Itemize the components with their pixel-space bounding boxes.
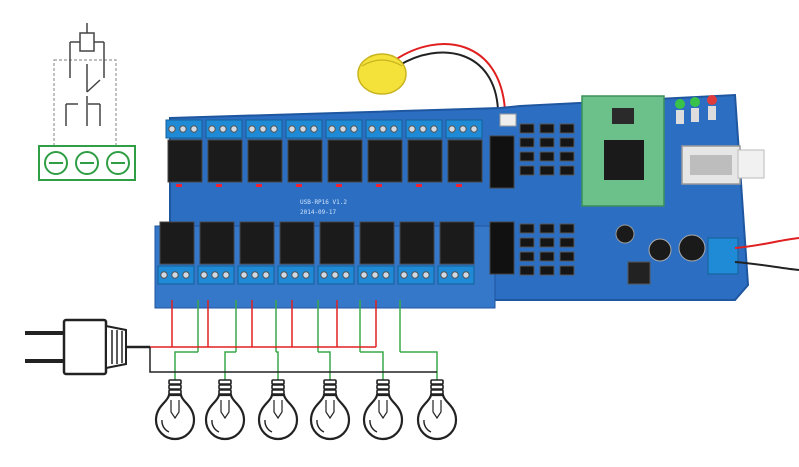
wire-green-1: [174, 351, 198, 380]
coin-battery: [357, 43, 506, 111]
board-date-label: 2014-09-17: [300, 209, 337, 216]
terminal-screw-2: [75, 151, 99, 175]
optocoupler-chip: [539, 151, 555, 162]
optocoupler-chip: [559, 265, 575, 276]
relay-top-2: [205, 119, 243, 187]
load-wiring: [149, 300, 438, 380]
light-bulb-icon: [204, 379, 246, 441]
light-bulb-icon: [309, 379, 351, 441]
optocoupler-chip: [539, 237, 555, 248]
wire-green-5: [360, 351, 384, 380]
optocoupler-chip: [539, 165, 555, 176]
optocoupler-chip: [519, 265, 535, 276]
mcu-module: [581, 95, 665, 207]
power-plug-icon: [25, 318, 150, 376]
light-bulb-icon: [257, 379, 299, 441]
optocoupler-chip: [559, 165, 575, 176]
rj45-connector: [681, 145, 765, 185]
capacitors: [615, 224, 706, 285]
optocoupler-chip: [519, 165, 535, 176]
relay-top-3: [245, 119, 283, 187]
optocoupler-chip: [539, 223, 555, 234]
optocoupler-chip: [539, 123, 555, 134]
status-leds: [675, 95, 717, 124]
optocoupler-chip: [559, 251, 575, 262]
optocoupler-chip: [519, 137, 535, 148]
terminal-screw-3: [106, 151, 130, 175]
wire-green-3: [276, 351, 279, 380]
optocoupler-chip: [559, 123, 575, 134]
optocoupler-grid: [519, 123, 575, 276]
wire-green-6: [400, 351, 438, 380]
relay-top-1: [165, 119, 203, 187]
power-terminal: [707, 237, 799, 275]
relay-bottom-3: [237, 221, 275, 285]
relay-bottom-4: [277, 221, 315, 285]
optocoupler-chip: [559, 237, 575, 248]
light-bulb-icon: [362, 379, 404, 441]
relay-row-bottom: [157, 221, 475, 285]
optocoupler-chip: [539, 137, 555, 148]
relay-schematic-icon: [38, 23, 136, 181]
terminal-screw-1: [44, 151, 68, 175]
ic-column-left: [489, 135, 515, 275]
optocoupler-chip: [559, 151, 575, 162]
relay-top-8: [445, 119, 483, 187]
relay-top-7: [405, 119, 443, 187]
relay-row-top: [165, 119, 483, 187]
relay-bottom-1: [157, 221, 195, 285]
relay-bottom-5: [317, 221, 355, 285]
bulb-row: [154, 379, 458, 441]
relay-bottom-7: [397, 221, 435, 285]
relay-top-5: [325, 119, 363, 187]
optocoupler-chip: [519, 151, 535, 162]
light-bulb-icon: [416, 379, 458, 441]
optocoupler-chip: [559, 223, 575, 234]
optocoupler-chip: [519, 237, 535, 248]
light-bulb-icon: [154, 379, 196, 441]
optocoupler-chip: [559, 137, 575, 148]
wire-neutral-bus: [149, 347, 437, 373]
optocoupler-chip: [539, 265, 555, 276]
relay-top-6: [365, 119, 403, 187]
relay-bottom-6: [357, 221, 395, 285]
wire-green-4: [318, 351, 331, 380]
relay-top-4: [285, 119, 323, 187]
relay-bottom-2: [197, 221, 235, 285]
optocoupler-chip: [519, 123, 535, 134]
optocoupler-chip: [539, 251, 555, 262]
relay-bottom-8: [437, 221, 475, 285]
board-model-label: USB-RP16 V1.2: [300, 199, 347, 206]
optocoupler-chip: [519, 223, 535, 234]
wire-green-2: [224, 351, 236, 380]
optocoupler-chip: [519, 251, 535, 262]
usb-connector: [499, 113, 517, 127]
